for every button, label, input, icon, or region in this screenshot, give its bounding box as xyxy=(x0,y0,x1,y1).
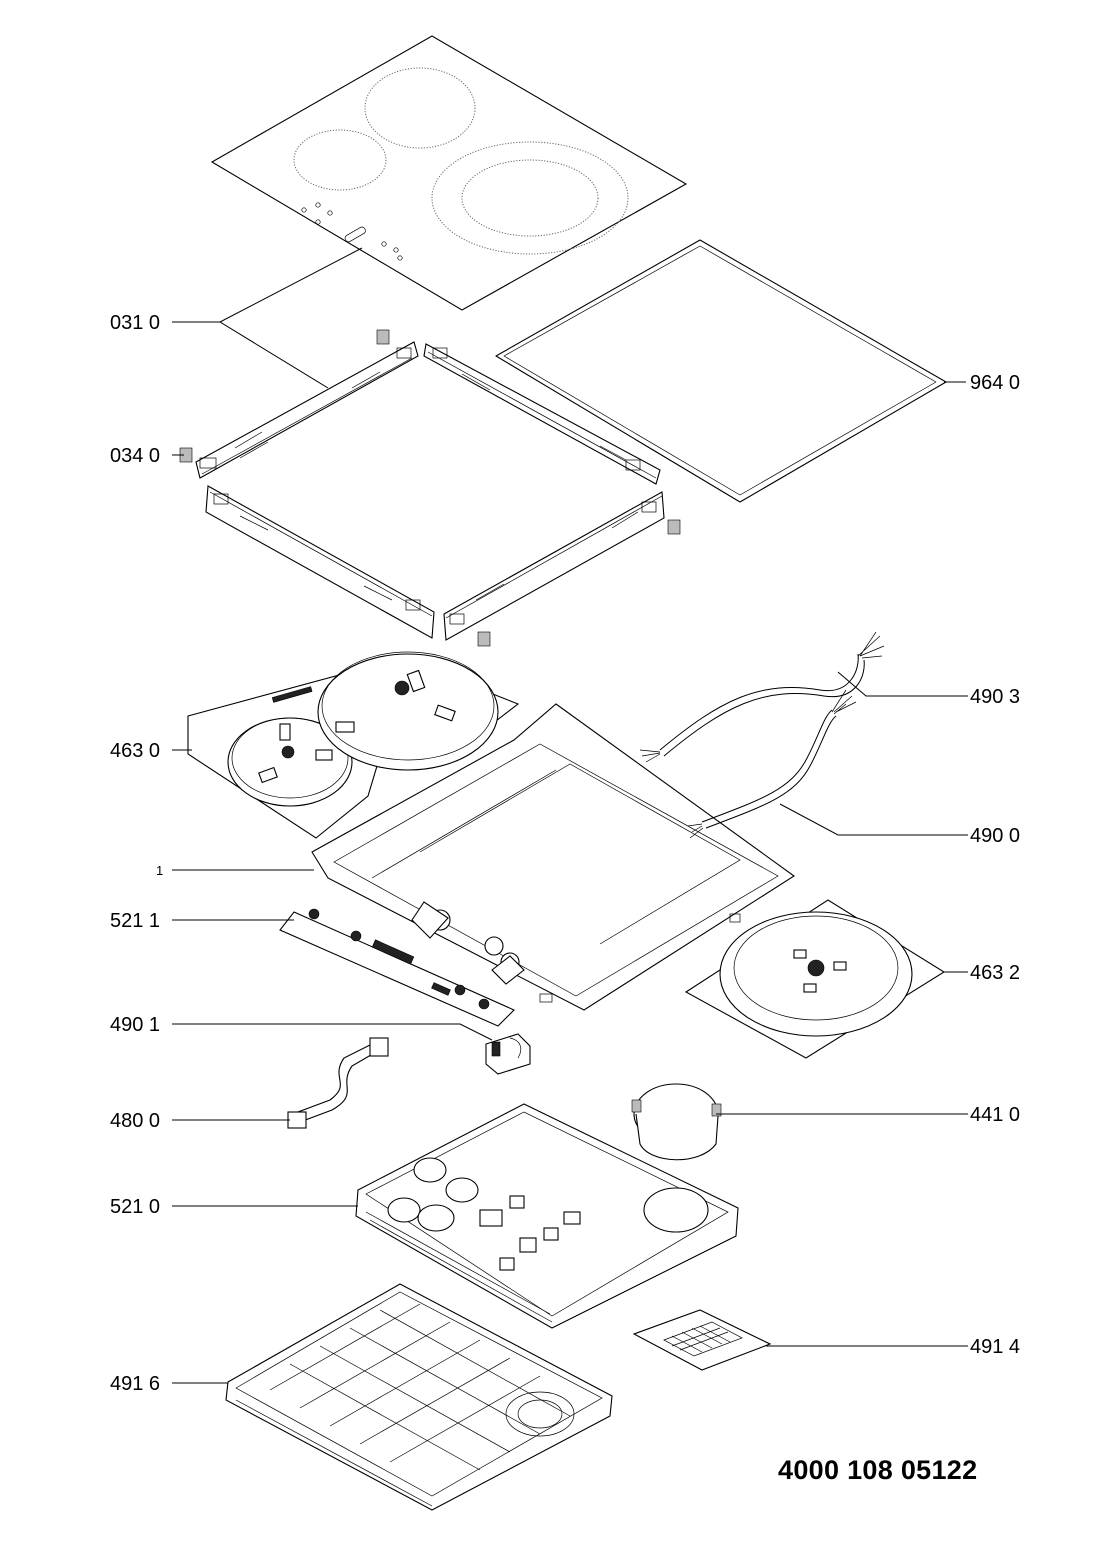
callout-034-0: 034 0 xyxy=(110,445,160,467)
heating-element-single xyxy=(684,899,946,1059)
callout-490-0: 490 0 xyxy=(970,825,1020,847)
callout-521-0: 521 0 xyxy=(110,1196,160,1218)
control-board xyxy=(279,908,515,1027)
callout-491-4: 491 4 xyxy=(970,1336,1020,1358)
callout-490-1: 490 1 xyxy=(110,1014,160,1036)
ribbon-cable xyxy=(287,1037,389,1129)
leader-lines xyxy=(172,247,968,1384)
callout-463-0: 463 0 xyxy=(110,740,160,762)
filter-grid xyxy=(632,1309,772,1371)
document-number: 4000 108 05122 xyxy=(778,1455,978,1485)
callout-521-1: 521 1 xyxy=(110,910,160,932)
callout-labels: 031 0 034 0 964 0 490 3 463 0 490 0 1 52… xyxy=(110,312,1020,1395)
cooling-fan xyxy=(631,1083,722,1161)
callout-964-0: 964 0 xyxy=(970,372,1020,394)
callout-1: 1 xyxy=(156,863,163,878)
callout-441-0: 441 0 xyxy=(970,1104,1020,1126)
glass-ceramic-top xyxy=(210,35,688,311)
callout-031-0: 031 0 xyxy=(110,312,160,334)
frame-rails xyxy=(179,329,681,647)
callout-490-3: 490 3 xyxy=(970,686,1020,708)
power-cables xyxy=(639,631,885,839)
callout-463-2: 463 2 xyxy=(970,962,1020,984)
callout-480-0: 480 0 xyxy=(110,1110,160,1132)
power-board-housing xyxy=(355,1103,739,1329)
base-tray xyxy=(311,703,795,1011)
terminal-block xyxy=(485,1033,531,1075)
gasket-seal xyxy=(495,239,947,503)
bottom-housing xyxy=(225,1283,613,1511)
callout-491-6: 491 6 xyxy=(110,1373,160,1395)
heating-element-plate xyxy=(187,651,520,839)
